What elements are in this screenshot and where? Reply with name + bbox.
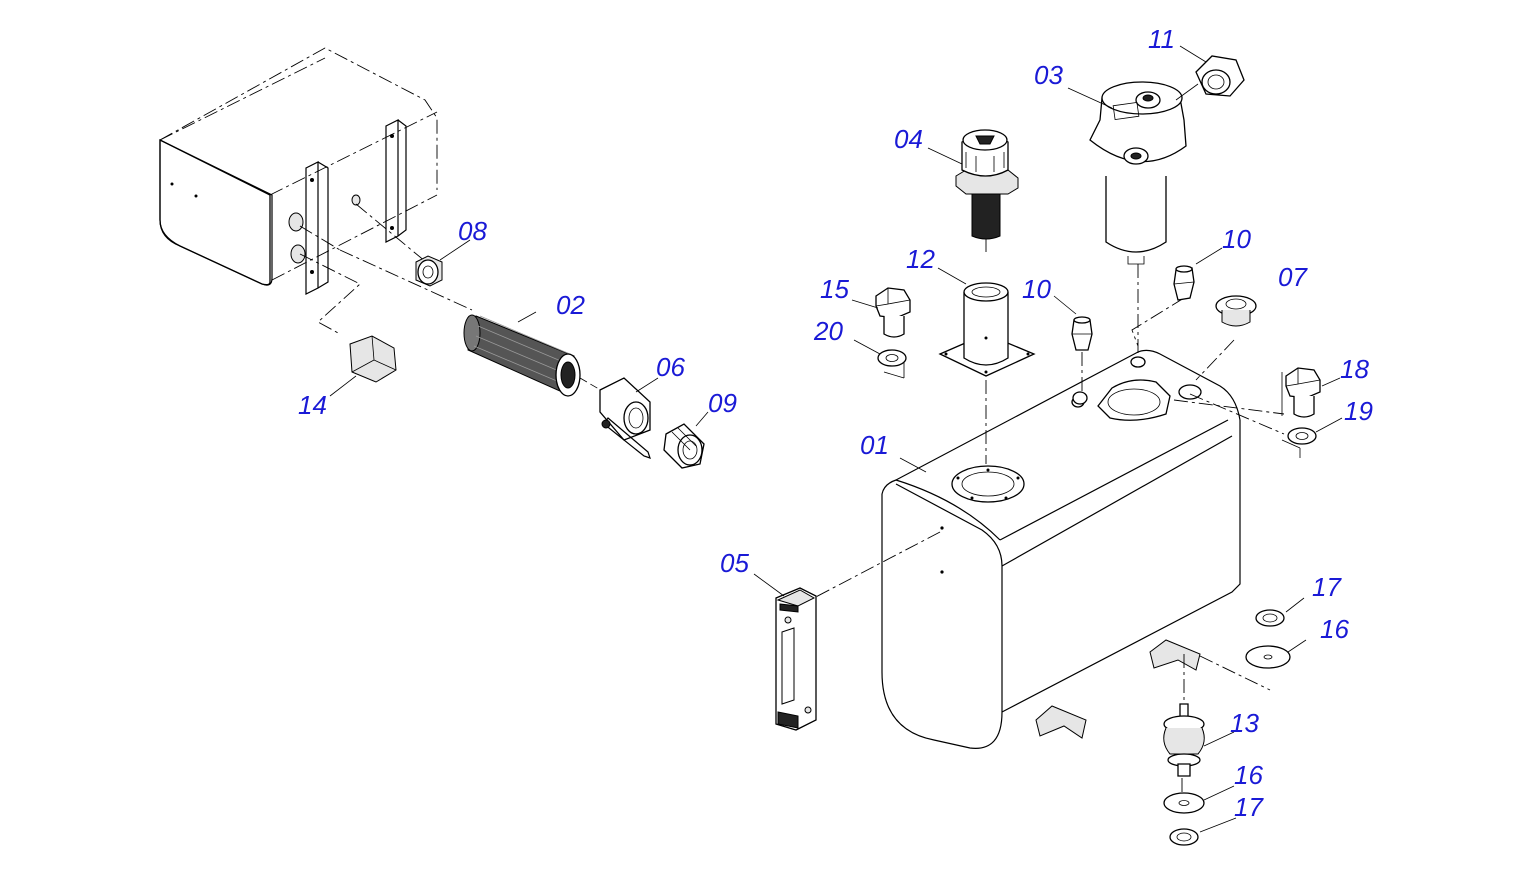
- label-15: 15: [820, 274, 849, 304]
- label-09: 09: [708, 388, 737, 418]
- label-02: 02: [556, 290, 585, 320]
- part-17-washer-bottom: [1169, 828, 1199, 846]
- label-06: 06: [656, 352, 685, 382]
- part-18-bolt: [1285, 367, 1321, 418]
- label-03: 03: [1034, 60, 1063, 90]
- label-13: 13: [1230, 708, 1259, 738]
- label-18: 18: [1340, 354, 1369, 384]
- part-09-fitting: [663, 423, 705, 469]
- part-04-filler-breather: [955, 129, 1019, 240]
- part-11-fitting: [1195, 55, 1245, 97]
- label-14: 14: [298, 390, 327, 420]
- label-19: 19: [1344, 396, 1373, 426]
- part-02-strainer: [463, 314, 605, 397]
- label-07: 07: [1278, 262, 1308, 292]
- label-17a: 17: [1312, 572, 1342, 602]
- label-16b: 16: [1234, 760, 1263, 790]
- part-12-flange-tube: [938, 282, 1036, 377]
- label-17b: 17: [1234, 792, 1264, 822]
- part-05-level-gauge: [775, 587, 817, 731]
- left-tank-view: [159, 47, 473, 335]
- label-20: 20: [813, 316, 843, 346]
- part-13-rubber-mount: [1163, 703, 1205, 777]
- part-labels: 01 02 03 04 05 06 07 08 09 10 10 11 12 1…: [298, 24, 1373, 822]
- part-15-bolt: [875, 287, 911, 338]
- label-10a: 10: [1022, 274, 1051, 304]
- leader-lines: [329, 45, 1343, 833]
- part-01-hydraulic-tank: [881, 349, 1241, 749]
- label-11: 11: [1148, 24, 1175, 54]
- label-04: 04: [894, 124, 923, 154]
- label-16a: 16: [1320, 614, 1349, 644]
- part-06-ball-valve: [599, 377, 651, 459]
- part-16-washer-bottom: [1163, 792, 1205, 814]
- label-12: 12: [906, 244, 935, 274]
- part-20-washer: [877, 349, 907, 367]
- label-10b: 10: [1222, 224, 1251, 254]
- part-10-fitting-b: [1173, 265, 1195, 301]
- part-07-plug: [1215, 295, 1257, 327]
- part-10-fitting-a: [1071, 316, 1093, 405]
- label-01: 01: [860, 430, 889, 460]
- part-08-plug: [415, 255, 443, 287]
- assembly-centerlines: [809, 238, 1301, 796]
- part-19-washer: [1287, 427, 1317, 445]
- label-08: 08: [458, 216, 487, 246]
- part-17-washer-top: [1255, 609, 1285, 627]
- part-14-hex-plug: [349, 335, 397, 383]
- part-16-washer-top: [1245, 645, 1291, 669]
- label-05: 05: [720, 548, 749, 578]
- part-03-return-filter: [1089, 81, 1199, 265]
